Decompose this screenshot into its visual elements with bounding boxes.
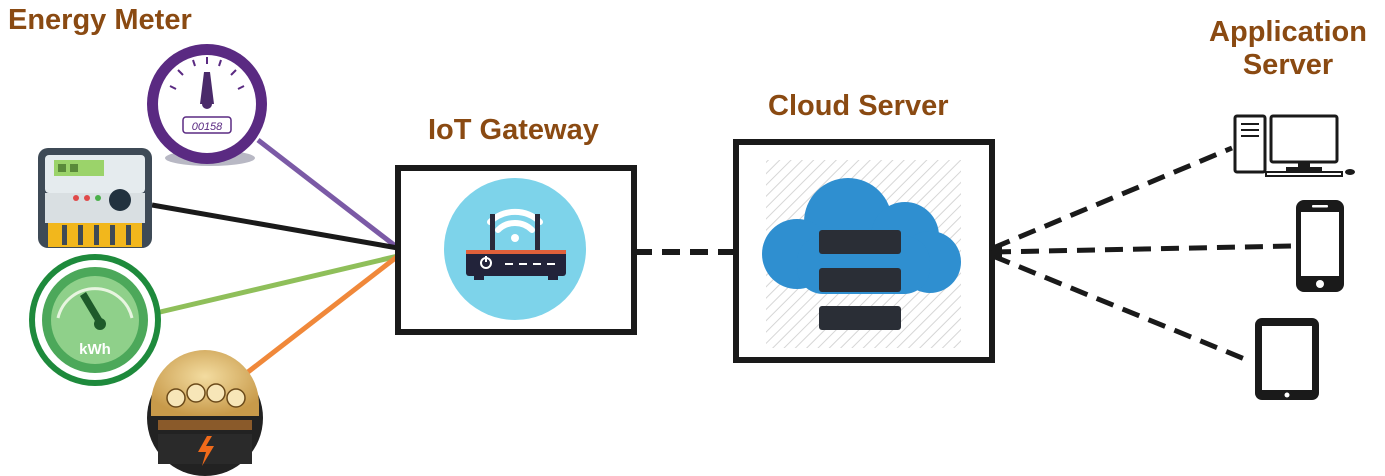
iot-gateway-label: IoT Gateway bbox=[428, 114, 599, 146]
tablet-icon bbox=[1255, 318, 1319, 400]
meter-link-green bbox=[159, 253, 399, 315]
cloud-desktop-link bbox=[992, 145, 1233, 251]
digital-electric-meter-icon bbox=[38, 148, 152, 248]
meter-link-purple bbox=[256, 138, 400, 250]
kwh-gauge-meter-icon: kWh bbox=[29, 254, 161, 386]
cloud-phone-link bbox=[992, 243, 1295, 255]
meter-link-orange bbox=[246, 254, 400, 374]
wifi-router-icon bbox=[444, 178, 586, 320]
vintage-analog-meter-icon bbox=[147, 350, 263, 476]
cloud-link-arrowhead bbox=[990, 242, 1002, 262]
meter-display-reading: 00158 bbox=[192, 121, 223, 133]
meter-link-black bbox=[151, 202, 399, 251]
desktop-computer-icon bbox=[1233, 114, 1355, 177]
application-server-label-line2: Server bbox=[1242, 49, 1334, 82]
energy-meter-label: Energy Meter bbox=[8, 4, 192, 36]
cloud-tablet-link bbox=[992, 253, 1253, 365]
application-server-label-line1: Application bbox=[1209, 16, 1367, 48]
meter-unit-label: kWh bbox=[79, 341, 111, 358]
application-server-label: Application Server bbox=[1203, 16, 1373, 83]
cloud-server-label: Cloud Server bbox=[768, 90, 949, 122]
cloud-database-icon bbox=[762, 178, 961, 330]
analog-gauge-meter-icon: 00158 bbox=[147, 44, 267, 166]
smartphone-icon bbox=[1296, 200, 1344, 292]
